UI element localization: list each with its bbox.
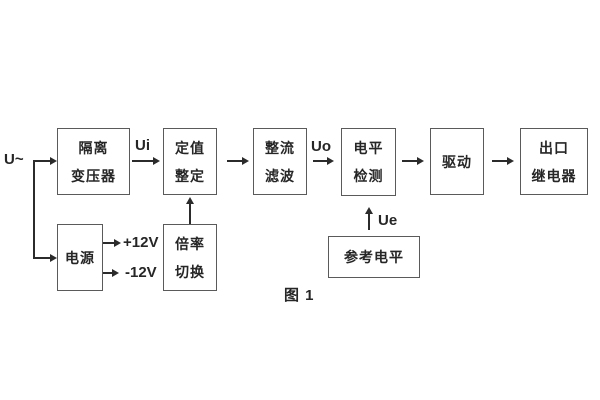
block-rectifier-filter: 整流 滤波 — [253, 128, 307, 195]
block-rectifier-filter-label-line1: 整流 — [265, 139, 295, 156]
arrow-ue-line — [368, 213, 370, 230]
arrow-setting-to-rectifier-head — [242, 157, 249, 165]
arrow-uo-line — [313, 160, 328, 162]
arrow-input-to-power-line — [33, 257, 51, 259]
arrow-minus12v-line — [103, 272, 113, 274]
block-output-relay-label-line1: 出口 — [539, 139, 569, 156]
block-level-detection: 电平 检测 — [341, 128, 396, 196]
block-isolation-transformer-label-line1: 隔离 — [78, 139, 109, 156]
rail-minus12v-label: -12V — [125, 264, 157, 281]
block-driver: 驱动 — [430, 128, 484, 195]
arrow-detect-to-driver-head — [417, 157, 424, 165]
input-voltage-label: U~ — [4, 151, 24, 168]
block-reference-level-label: 参考电平 — [344, 249, 404, 265]
arrow-input-to-transformer-line — [33, 160, 51, 162]
signal-uo-label: Uo — [311, 138, 331, 155]
block-ratio-switching-label-line2: 切换 — [175, 263, 205, 280]
arrow-plus12v-head — [114, 239, 121, 247]
rail-plus12v-label: +12V — [123, 234, 159, 251]
block-setting-adjustment-label-line2: 整定 — [175, 167, 205, 184]
block-isolation-transformer-label-line2: 变压器 — [71, 167, 116, 184]
arrow-ratio-to-setting-head — [186, 197, 194, 204]
arrow-minus12v-head — [112, 269, 119, 277]
block-level-detection-label-line1: 电平 — [353, 140, 384, 156]
arrow-plus12v-line — [103, 242, 115, 244]
block-reference-level: 参考电平 — [328, 236, 420, 278]
arrow-detect-to-driver-line — [402, 160, 418, 162]
arrow-input-to-transformer-head — [50, 157, 57, 165]
block-rectifier-filter-label-line2: 滤波 — [265, 167, 295, 184]
input-branch-line — [33, 160, 35, 258]
arrow-ratio-to-setting-line — [189, 203, 191, 224]
block-driver-label: 驱动 — [442, 153, 472, 170]
arrow-input-to-power-head — [50, 254, 57, 262]
block-ratio-switching-label-line1: 倍率 — [175, 235, 205, 252]
arrow-uo-head — [327, 157, 334, 165]
figure-caption: 图 1 — [284, 287, 315, 304]
block-power-supply-label: 电源 — [65, 249, 95, 266]
block-ratio-switching: 倍率 切换 — [163, 224, 217, 291]
block-power-supply: 电源 — [57, 224, 103, 291]
block-isolation-transformer: 隔离 变压器 — [57, 128, 130, 195]
block-setting-adjustment-label-line1: 定值 — [175, 139, 205, 156]
signal-ue-label: Ue — [378, 212, 398, 229]
block-level-detection-label-line2: 检测 — [353, 168, 384, 184]
arrow-ui-head — [153, 157, 160, 165]
arrow-setting-to-rectifier-line — [227, 160, 243, 162]
arrow-driver-to-relay-head — [507, 157, 514, 165]
signal-ui-label: Ui — [135, 137, 150, 154]
block-setting-adjustment: 定值 整定 — [163, 128, 217, 195]
arrow-ui-line — [132, 160, 154, 162]
block-output-relay: 出口 继电器 — [520, 128, 588, 195]
arrow-ue-head — [365, 207, 373, 214]
block-output-relay-label-line2: 继电器 — [531, 167, 577, 184]
arrow-driver-to-relay-line — [492, 160, 508, 162]
